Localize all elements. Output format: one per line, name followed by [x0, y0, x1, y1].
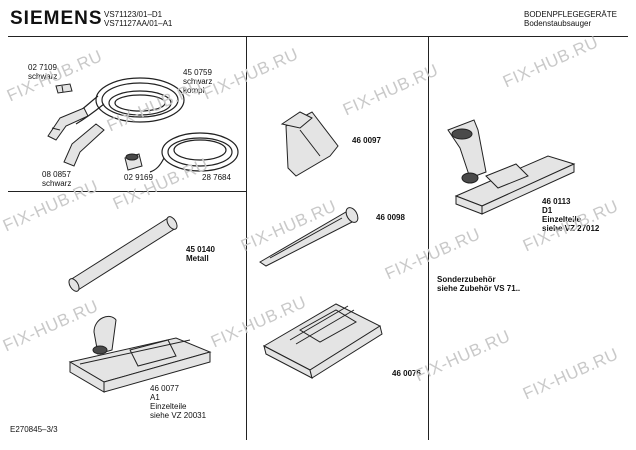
category-title: BODENPFLEGEGERÄTE — [524, 10, 617, 19]
column-divider-right — [428, 37, 429, 440]
part-note-460113-2: siehe VZ 27012 — [542, 224, 600, 233]
floor-nozzle-d1-illustration — [447, 119, 576, 215]
clip-illustration — [55, 83, 73, 94]
tube-illustration — [68, 216, 178, 292]
brand-logo: SIEMENS — [10, 8, 103, 29]
header-divider — [8, 36, 628, 37]
turbo-brush-illustration — [262, 303, 383, 379]
accessory-note-title: Sonderzubehör — [437, 275, 496, 284]
accessory-note-reference: siehe Zubehör VS 71.. — [437, 284, 521, 293]
part-number-460077: 46 0077 — [150, 384, 179, 393]
part-note-080857: schwarz — [42, 179, 72, 188]
part-number-460076: 46 0076 — [392, 369, 421, 378]
part-note-460077-1: Einzelteile — [150, 402, 187, 411]
handle-illustration — [47, 107, 105, 167]
part-number-460097: 46 0097 — [352, 136, 381, 145]
part-note-460113-1: Einzelteile — [542, 215, 582, 224]
part-number-460098: 46 0098 — [376, 213, 405, 222]
part-note-450140: Metall — [186, 254, 209, 263]
part-variant-460077: A1 — [150, 393, 160, 402]
upholstery-nozzle-illustration — [280, 111, 339, 177]
part-note-450759-1: schwarz — [183, 77, 213, 86]
part-number-080857: 08 0857 — [42, 170, 71, 179]
part-number-450759: 45 0759 — [183, 68, 212, 77]
document-id: E270845–3/3 — [10, 425, 58, 434]
model-number-2: VS71127AA/01–A1 — [104, 19, 173, 28]
part-note-450759-2: kompl. — [183, 86, 207, 95]
part-number-287684: 28 7684 — [202, 173, 231, 182]
row-divider — [8, 191, 246, 192]
part-number-450140: 45 0140 — [186, 245, 215, 254]
connector-illustration — [124, 153, 143, 171]
model-number-1: VS71123/01–D1 — [104, 10, 163, 19]
hose-ring-illustration — [149, 132, 239, 173]
part-number-460113: 46 0113 — [542, 197, 571, 206]
part-variant-460113: D1 — [542, 206, 553, 215]
category-subtitle: Bodenstaubsauger — [524, 19, 592, 28]
column-divider-left — [246, 37, 247, 440]
part-number-027109: 02 7109 — [28, 63, 57, 72]
floor-nozzle-a1-illustration — [68, 316, 212, 393]
part-note-460077-2: siehe VZ 20031 — [150, 411, 207, 420]
part-number-029169: 02 9169 — [124, 173, 153, 182]
crevice-nozzle-illustration — [259, 207, 359, 267]
part-note-027109: schwarz — [28, 72, 58, 81]
